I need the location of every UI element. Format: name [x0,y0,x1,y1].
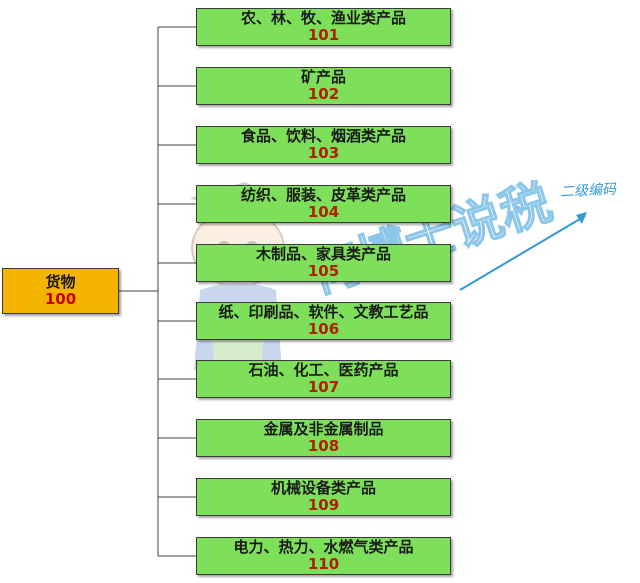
child-node-code: 107 [307,378,340,396]
child-node-code: 102 [307,85,340,103]
root-node: 货物 100 [2,268,119,314]
child-node-name: 木制品、家具类产品 [255,244,391,263]
child-node-name: 矿产品 [300,67,346,86]
level-two-code-label: 二级编码 [559,181,617,201]
child-node-code: 104 [307,203,340,221]
child-node-code: 110 [307,555,340,573]
child-node: 纸、印刷品、软件、文教工艺品 106 [196,302,451,340]
child-node-code: 109 [307,496,340,514]
child-node: 木制品、家具类产品 105 [196,244,451,282]
child-node: 食品、饮料、烟酒类产品 103 [196,126,451,164]
root-node-name: 货物 [45,272,76,291]
child-node-code: 101 [307,26,340,44]
child-node: 纺织、服装、皮革类产品 104 [196,185,451,223]
child-node-name: 石油、化工、医药产品 [248,360,399,379]
child-node-code: 106 [307,320,340,338]
child-node-code: 108 [307,437,340,455]
child-node-name: 食品、饮料、烟酒类产品 [240,126,406,145]
annotation-arrow-line [459,215,586,291]
child-node: 金属及非金属制品 108 [196,419,451,457]
child-node: 电力、热力、水燃气类产品 110 [196,537,451,575]
root-node-code: 100 [44,290,77,308]
child-node-name: 纺织、服装、皮革类产品 [240,185,406,204]
branch-lines [158,26,196,557]
child-node-code: 105 [307,262,340,280]
child-node-name: 电力、热力、水燃气类产品 [233,537,414,556]
child-node: 石油、化工、医药产品 107 [196,360,451,398]
annotation-arrow-head [576,212,587,224]
child-node: 矿产品 102 [196,67,451,105]
child-node: 农、林、牧、渔业类产品 101 [196,8,451,46]
child-node: 机械设备类产品 109 [196,478,451,516]
child-node-name: 农、林、牧、渔业类产品 [240,8,406,27]
child-node-name: 金属及非金属制品 [263,419,384,438]
child-node-code: 103 [307,144,340,162]
child-node-name: 机械设备类产品 [270,478,376,497]
child-node-name: 纸、印刷品、软件、文教工艺品 [218,302,429,321]
